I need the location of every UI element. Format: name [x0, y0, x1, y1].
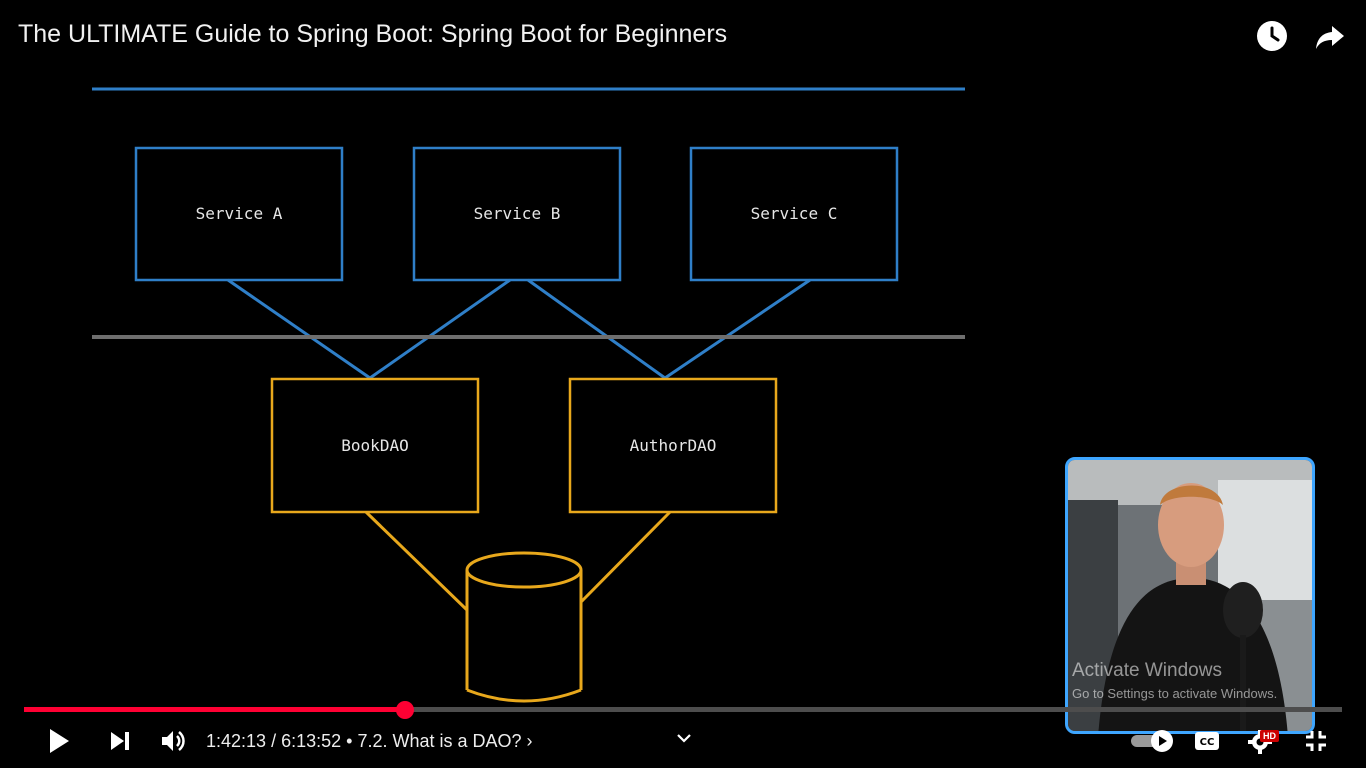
service-a-label: Service A [196, 204, 283, 223]
svg-text:CC: CC [1200, 737, 1215, 748]
captions-button[interactable]: CC [1192, 728, 1222, 754]
next-button[interactable] [106, 728, 134, 754]
play-icon [50, 729, 69, 753]
next-icon [111, 732, 129, 750]
authordao-label: AuthorDAO [630, 436, 717, 455]
chapter-separator: • [341, 731, 358, 751]
video-title: The ULTIMATE Guide to Spring Boot: Sprin… [18, 20, 728, 48]
watch-later-icon[interactable] [1256, 20, 1288, 52]
database-icon [465, 551, 583, 703]
connector-b-authordao [527, 278, 666, 380]
bookdao-label: BookDAO [341, 436, 408, 455]
connector-a-bookdao [227, 278, 371, 380]
service-b-label: Service B [474, 204, 561, 223]
chapter-chevron-icon[interactable]: › [526, 731, 533, 751]
watermark-subtitle: Go to Settings to activate Windows. [1072, 686, 1278, 701]
captions-icon: CC [1195, 732, 1219, 750]
time-display: 1:42:13 / 6:13:52 • 7.2. What is a DAO? … [206, 731, 533, 752]
autoplay-toggle[interactable] [1128, 728, 1176, 754]
share-icon[interactable] [1314, 20, 1346, 52]
service-c-label: Service C [751, 204, 838, 223]
autoplay-toggle-icon [1131, 730, 1173, 752]
connector-b-bookdao [369, 278, 511, 380]
hd-badge: HD [1260, 730, 1279, 742]
bookdao-box [270, 377, 480, 514]
volume-icon [162, 731, 185, 751]
connector-c-authordao [664, 278, 811, 380]
service-c-box [689, 146, 899, 282]
connector-authordao-db [579, 510, 672, 604]
time-total: 6:13:52 [281, 731, 342, 751]
windows-activation-watermark: Activate Windows Go to Settings to activ… [1072, 660, 1277, 701]
service-a-box [134, 146, 344, 282]
service-b-box [412, 146, 622, 282]
chapter-title[interactable]: 7.2. What is a DAO? [357, 731, 522, 751]
exit-fullscreen-button[interactable] [1302, 728, 1330, 754]
progress-scrubber[interactable] [395, 701, 414, 719]
play-button[interactable] [44, 727, 74, 755]
chevron-down-icon[interactable] [672, 728, 696, 748]
volume-button[interactable] [158, 727, 188, 755]
time-current: 1:42:13 [206, 731, 267, 751]
connector-bookdao-db [364, 510, 469, 612]
progress-played [24, 707, 405, 712]
exit-fullscreen-icon [1306, 731, 1326, 751]
top-actions [1256, 20, 1346, 52]
time-separator: / [266, 731, 282, 751]
progress-bar[interactable] [24, 701, 1342, 719]
presenter-video [1065, 457, 1315, 734]
watermark-title: Activate Windows [1072, 660, 1222, 681]
authordao-box [568, 377, 778, 514]
